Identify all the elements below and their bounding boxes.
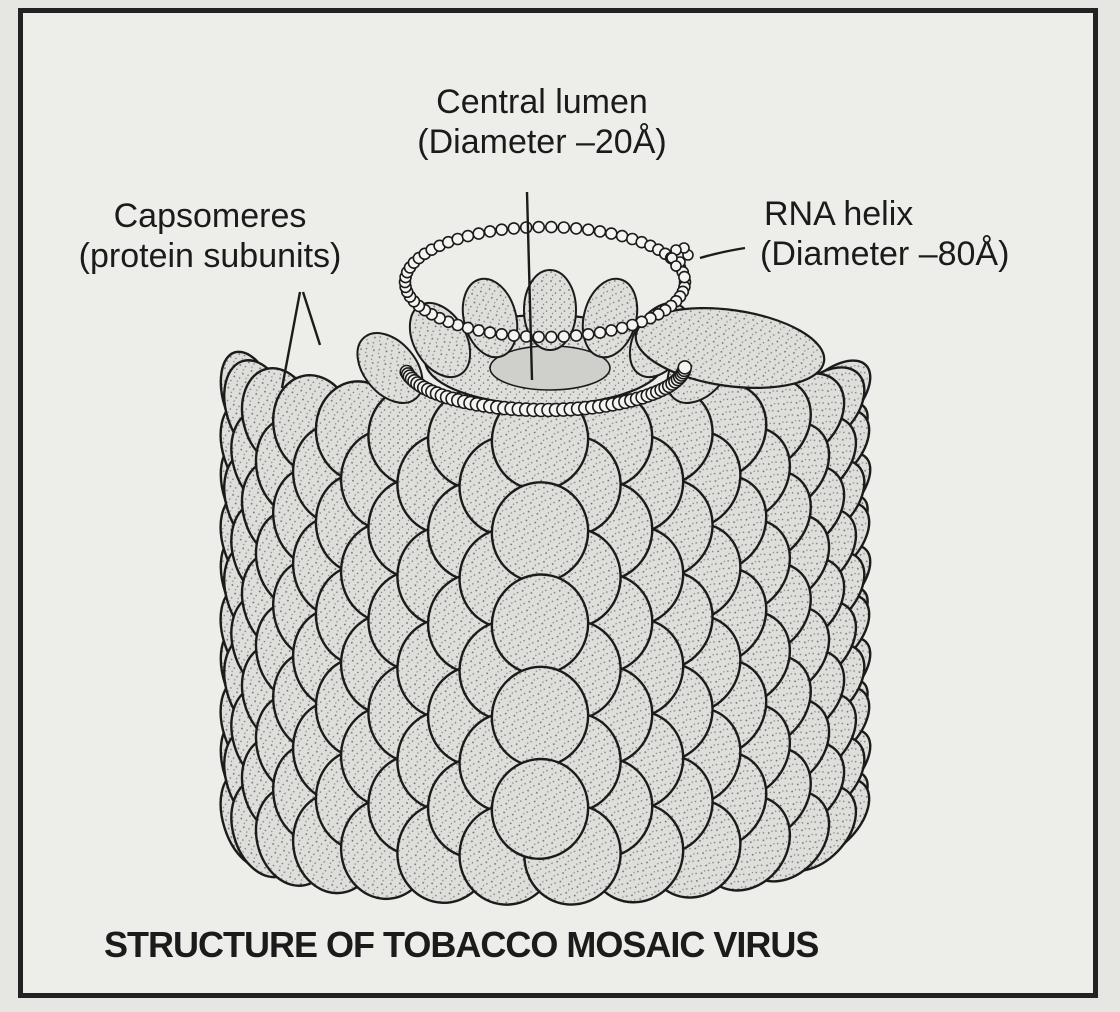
- lower-bead-55: [678, 361, 691, 374]
- rna-helix-label: RNA helix (Diameter –80Å): [760, 194, 1090, 274]
- upper-bead-18: [533, 331, 544, 342]
- upper-bead-59: [617, 231, 628, 242]
- upper-bead-47: [473, 228, 484, 239]
- upper-bead-45: [452, 234, 463, 245]
- upper-bead-15: [571, 330, 582, 341]
- rna-helix-diameter: (Diameter –80Å): [760, 234, 1090, 274]
- central-lumen-title: Central lumen: [352, 82, 732, 122]
- capsomeres-title: Capsomeres: [40, 196, 380, 236]
- upper-bead-55: [571, 223, 582, 234]
- tail-bead-5: [671, 261, 681, 271]
- upper-bead-22: [485, 327, 496, 338]
- upper-bead-50: [508, 223, 519, 234]
- upper-bead-17: [546, 331, 557, 342]
- upper-bead-51: [521, 222, 532, 233]
- upper-bead-69: [679, 272, 690, 283]
- rna-helix-title: RNA helix: [760, 194, 1090, 234]
- upper-bead-10: [627, 320, 638, 331]
- capsid-cylinder: [209, 344, 884, 917]
- rna-helix-leader: [700, 248, 745, 258]
- central-lumen-diameter: (Diameter –20Å): [352, 122, 732, 162]
- upper-bead-16: [558, 331, 569, 342]
- upper-bead-57: [595, 226, 606, 237]
- upper-bead-24: [462, 322, 473, 333]
- upper-bead-48: [485, 226, 496, 237]
- upper-bead-23: [473, 325, 484, 336]
- upper-bead-20: [508, 330, 519, 341]
- upper-bead-46: [462, 231, 473, 242]
- upper-bead-56: [583, 224, 594, 235]
- upper-bead-14: [583, 329, 594, 340]
- upper-bead-21: [496, 329, 507, 340]
- upper-bead-13: [595, 327, 606, 338]
- upper-bead-54: [558, 222, 569, 233]
- capsomeres-label: Capsomeres (protein subunits): [40, 196, 380, 276]
- capsomeres-leader-2: [303, 292, 320, 345]
- diagram-caption: STRUCTURE OF TOBACCO MOSAIC VIRUS: [104, 924, 818, 966]
- central-lumen-label: Central lumen (Diameter –20Å): [352, 82, 732, 162]
- upper-bead-11: [617, 322, 628, 333]
- upper-bead-53: [546, 222, 557, 233]
- upper-bead-49: [496, 224, 507, 235]
- upper-bead-12: [606, 325, 617, 336]
- upper-bead-52: [533, 222, 544, 233]
- upper-bead-58: [606, 228, 617, 239]
- capsomeres-description: (protein subunits): [40, 236, 380, 276]
